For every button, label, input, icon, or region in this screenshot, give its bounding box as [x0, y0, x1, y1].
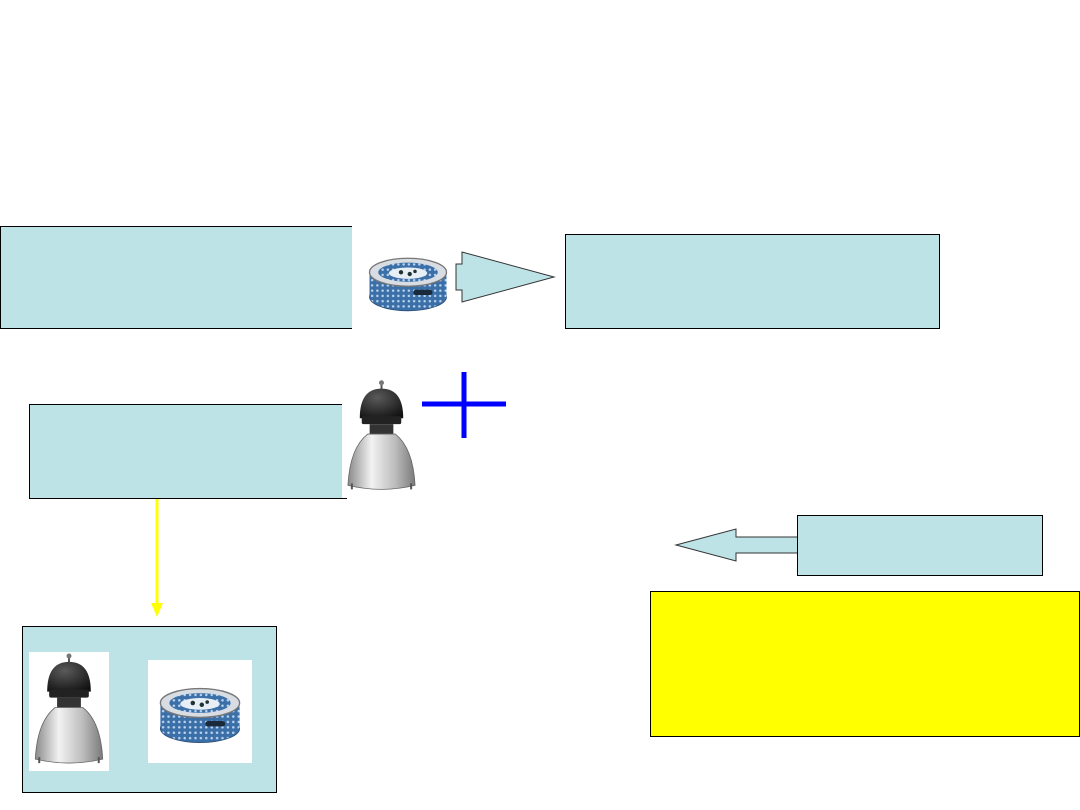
- plus-icon: [422, 372, 506, 438]
- block-arrow-left-icon: [674, 528, 801, 562]
- top-left-box: [0, 226, 353, 329]
- pendant-lamp-icon: [29, 652, 109, 771]
- bowl-image-bottom: [148, 660, 252, 763]
- middle-left-box: [29, 404, 347, 499]
- patterned-pet-bowl-icon: [155, 676, 245, 748]
- right-middle-box: [797, 515, 1043, 576]
- lamp-image-middle: [342, 378, 421, 498]
- block-arrow-right-icon: [455, 251, 556, 303]
- yellow-highlight-box: [650, 591, 1080, 737]
- pendant-lamp-icon: [342, 378, 421, 498]
- bowl-image-top: [352, 226, 456, 329]
- patterned-pet-bowl-icon: [364, 246, 452, 316]
- top-right-box: [565, 234, 940, 329]
- arrow-down-icon: [151, 499, 163, 617]
- bottom-left-box: [22, 626, 277, 793]
- lamp-image-bottom: [29, 652, 109, 771]
